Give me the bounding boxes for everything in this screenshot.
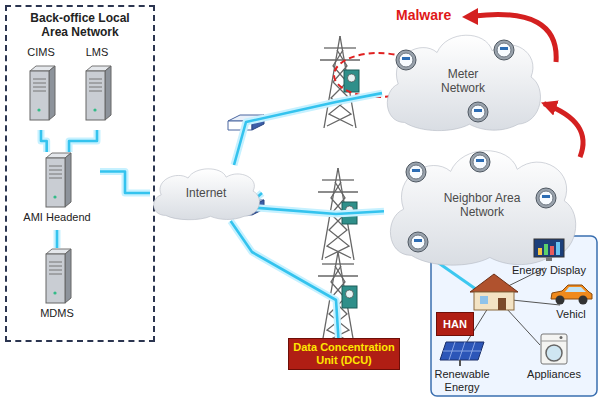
house: [470, 274, 518, 310]
server-icon: [42, 152, 72, 208]
group-title: Back-office Local Area Network: [7, 11, 153, 39]
server-label: AMI Headend: [23, 211, 90, 224]
cloud-label: Internet: [186, 186, 227, 200]
device-node: Renewable Energy: [420, 340, 504, 394]
cloud-label: Neighbor Area Network: [441, 191, 523, 219]
callout-label: Malware: [396, 7, 451, 23]
server-icon: [26, 65, 56, 121]
device-node: Energy Display: [506, 238, 592, 280]
smart-meter: [493, 39, 515, 61]
device-icon: [438, 340, 486, 366]
smart-meter: [405, 161, 427, 183]
link-glow: [41, 130, 47, 152]
towers: [318, 36, 360, 344]
label-box: HAN: [436, 312, 474, 336]
label-box: Data Concentration Unit (DCU): [288, 338, 400, 370]
network-cloud: Meter Network: [382, 28, 544, 133]
server-label: MDMS: [40, 307, 74, 320]
link-line: [100, 172, 150, 194]
link-glow: [69, 130, 97, 152]
link-glow: [54, 230, 61, 248]
cloud-label: Meter Network: [429, 67, 497, 95]
server-icon: [42, 248, 72, 304]
server-label: LMS: [86, 46, 109, 59]
network-link: [234, 93, 382, 165]
link-line: [231, 221, 339, 338]
network-link: [100, 172, 150, 194]
link-line: [544, 104, 583, 158]
smart-meter: [395, 49, 417, 71]
link-line: [246, 193, 384, 214]
server-node: LMS: [74, 46, 120, 130]
box-label: HAN: [443, 318, 467, 331]
device-label: Vehicl: [556, 308, 585, 321]
link-glow: [246, 193, 384, 214]
link-line: [56, 230, 59, 248]
link-glow: [231, 221, 339, 338]
network-link: [69, 130, 97, 152]
server-node: MDMS: [32, 248, 82, 326]
smart-meter: [467, 101, 489, 123]
device-label: Energy Display: [512, 264, 586, 277]
link-glow: [234, 93, 382, 165]
link-line: [234, 93, 382, 165]
server-label: CIMS: [27, 46, 55, 59]
network-group: Back-office Local Area NetworkCIMS LMS AMI…: [5, 5, 155, 342]
smart-meter: [535, 187, 557, 209]
network-link: [231, 221, 339, 338]
link-line: [69, 130, 97, 152]
device-icon: [539, 332, 569, 366]
device-node: Appliances: [518, 332, 590, 392]
server-icon: [82, 65, 112, 121]
home-links: [465, 268, 560, 345]
smart-meter: [469, 151, 491, 173]
device-icon: [532, 238, 566, 262]
box-label: Data Concentration Unit (DCU): [293, 341, 395, 367]
device-node: Vehicl: [546, 282, 596, 326]
smart-meter: [407, 231, 429, 253]
network-cloud: Internet: [150, 165, 262, 221]
network-link: [57, 230, 58, 248]
device-icon: [548, 282, 594, 306]
device-label: Appliances: [527, 368, 581, 381]
server-node: CIMS: [18, 46, 64, 130]
device-label: Renewable Energy: [420, 368, 504, 394]
network-link: [41, 130, 47, 152]
attack-arrow: [544, 104, 583, 158]
link-glow: [100, 172, 150, 194]
link-line: [41, 130, 47, 152]
network-link: [246, 193, 384, 214]
server-node: AMI Headend: [14, 152, 100, 230]
